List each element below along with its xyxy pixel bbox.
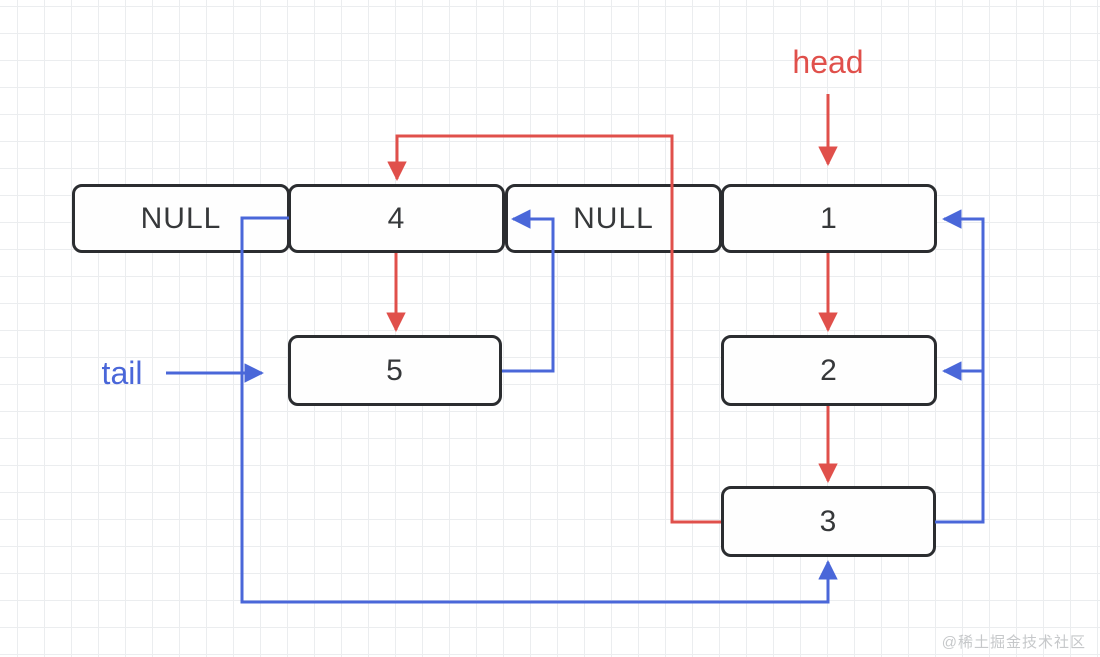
- head-pointer-label: head: [792, 44, 864, 80]
- edge-prev-2-1: [942, 209, 985, 372]
- node-5: 5: [288, 335, 502, 406]
- node-3: 3: [721, 486, 936, 557]
- edge-prev-3-2: [935, 361, 985, 524]
- node-2: 2: [721, 335, 937, 406]
- node-1: 1: [721, 184, 937, 253]
- tail-pointer-label: tail: [101, 355, 143, 391]
- node-null-left: NULL: [72, 184, 290, 253]
- node-4: 4: [288, 184, 505, 253]
- watermark-text: @稀土掘金技术社区: [941, 634, 1086, 651]
- node-null-middle: NULL: [505, 184, 722, 253]
